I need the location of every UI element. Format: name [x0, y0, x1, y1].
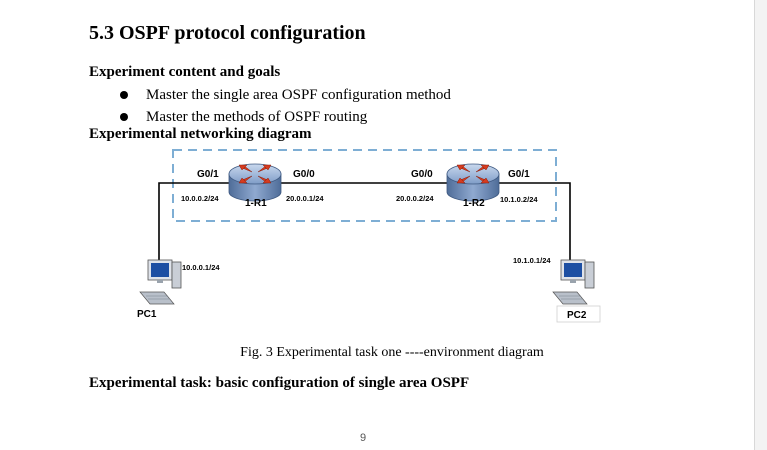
r2-right-port: G0/1 — [508, 169, 530, 180]
r2-name: 1-R2 — [463, 198, 485, 209]
figure-caption: Fig. 3 Experimental task one ----environ… — [240, 345, 544, 360]
pc1-name: PC1 — [137, 309, 157, 320]
bullet-text: Master the methods of OSPF routing — [146, 109, 368, 125]
bullet-icon — [120, 113, 128, 121]
ospf-area-boundary — [172, 149, 557, 222]
network-diagram: G0/1 10.0.0.2/24 1-R1 G0/0 20.0.0.1/24 G… — [137, 149, 601, 323]
list-item: Master the single area OSPF configuratio… — [118, 84, 451, 106]
link-r2-pc2 — [498, 182, 571, 270]
router-icon — [228, 163, 282, 202]
pc-icon — [552, 259, 595, 305]
r1-left-ip: 10.0.0.2/24 — [181, 194, 219, 203]
pc-icon — [139, 259, 182, 305]
r1-right-port: G0/0 — [293, 169, 315, 180]
r2-left-port: G0/0 — [411, 169, 433, 180]
r2-right-ip: 10.1.0.2/24 — [500, 195, 538, 204]
diagram-heading: Experimental networking diagram — [89, 126, 312, 142]
page-number: 9 — [360, 432, 367, 444]
task-heading: Experimental task: basic configuration o… — [89, 375, 470, 391]
pc2-name: PC2 — [567, 310, 587, 321]
goals-list: Master the single area OSPF configuratio… — [118, 84, 451, 128]
vertical-scrollbar[interactable] — [755, 0, 767, 450]
section-title: 5.3 OSPF protocol configuration — [89, 22, 366, 44]
r1-left-port: G0/1 — [197, 169, 219, 180]
list-item: Master the methods of OSPF routing — [118, 106, 451, 128]
r1-name: 1-R1 — [245, 198, 267, 209]
r2-left-ip: 20.0.0.2/24 — [396, 194, 434, 203]
pc2-label-box — [556, 305, 601, 323]
r1-right-ip: 20.0.0.1/24 — [286, 194, 324, 203]
content-heading: Experiment content and goals — [89, 64, 281, 80]
pc2-ip: 10.1.0.1/24 — [513, 256, 551, 265]
pc1-ip: 10.0.0.1/24 — [182, 263, 220, 272]
router-icon — [446, 163, 500, 202]
bullet-text: Master the single area OSPF configuratio… — [146, 87, 451, 103]
bullet-icon — [120, 91, 128, 99]
link-pc1-r1 — [158, 182, 231, 270]
